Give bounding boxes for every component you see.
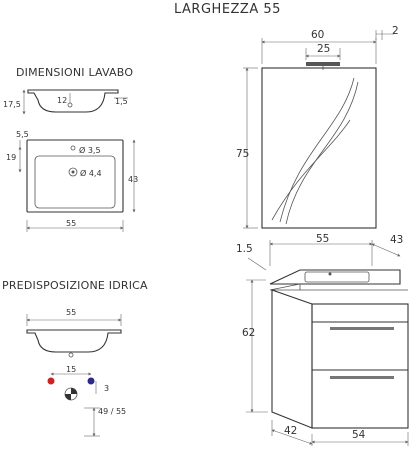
drain-hole-icon (68, 167, 78, 177)
page-title: LARGHEZZA 55 (174, 2, 281, 17)
plumbing-drain-height-label: 49 / 55 (98, 407, 126, 416)
basin-side-depth-label: 12 (57, 96, 67, 105)
plumbing-spacing-label: 15 (66, 365, 76, 374)
cabinet-width-label: 55 (316, 233, 329, 245)
tap-hole-label: Ø 3,5 (79, 145, 101, 155)
tap-hole-icon (70, 145, 76, 151)
plumbing-width-label: 55 (66, 308, 76, 317)
drawer-handle-top-icon (330, 327, 394, 330)
cabinet-height-label: 62 (242, 327, 255, 339)
basin-top-offset-label: 5,5 (16, 130, 29, 139)
lamp-icon (306, 62, 340, 66)
mirror-thickness-label: 2 (392, 25, 399, 37)
cabinet-view: 1.5 55 43 62 42 54 (236, 233, 409, 446)
basin-side-height-label: 17,5 (3, 100, 21, 109)
hot-water-icon (47, 377, 55, 385)
cabinet-width-base-label: 54 (352, 429, 366, 441)
lamp-width-label: 25 (317, 43, 330, 55)
cold-water-icon (87, 377, 95, 385)
top-thickness-label: 1.5 (236, 243, 253, 255)
plumbing-view: 55 15 3 49 / 55 (26, 308, 126, 437)
basin-side-view: 17,5 12 1,5 (3, 89, 128, 115)
plumbing-offset-label: 3 (104, 384, 109, 393)
cabinet-depth-top-label: 43 (390, 234, 403, 246)
basin-top-view: 5,5 19 Ø 3,5 Ø 4,4 43 55 (6, 130, 138, 232)
mirror-view: 60 25 2 75 (236, 25, 399, 229)
basin-dimensions-title: DIMENSIONI LAVABO (16, 66, 133, 79)
basin-side-rim-label: 1,5 (115, 97, 128, 106)
drain-hole-label: Ø 4,4 (80, 168, 102, 178)
basin-top-hole-offset-label: 19 (6, 153, 16, 162)
mirror-width-label: 60 (311, 29, 324, 41)
mirror-height-label: 75 (236, 148, 249, 160)
drawer-handle-bottom-icon (330, 376, 394, 379)
plumbing-title: PREDISPOSIZIONE IDRICA (2, 279, 148, 292)
cabinet-depth-base-label: 42 (284, 425, 297, 437)
basin-top-depth-label: 43 (128, 175, 138, 184)
basin-top-width-label: 55 (66, 219, 76, 228)
